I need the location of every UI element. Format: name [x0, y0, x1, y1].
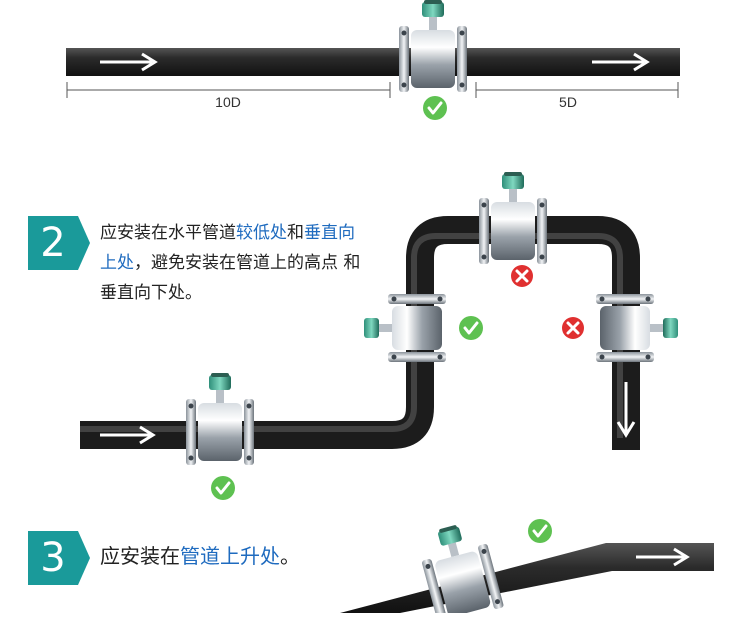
step-2-badge: 2	[28, 216, 90, 270]
check-icon	[526, 517, 554, 545]
step-2-highlight-lower: 较低处	[236, 223, 287, 243]
check-icon	[457, 314, 485, 342]
step-2-text-part: 应安装在水平管道	[100, 223, 236, 243]
dimension-label-left: 10D	[215, 94, 241, 110]
step-2-text-part: ，避免安装在管道上的高点 和垂直向下处。	[100, 253, 361, 303]
rising-pipe	[340, 543, 714, 613]
section-1-straight-run: 10D 5D	[66, 0, 680, 122]
flow-arrow-icon	[100, 425, 156, 445]
flowmeter-icon	[186, 373, 254, 465]
dimension-10d	[66, 82, 391, 98]
step-3-highlight-rising: 管道上升处	[180, 544, 280, 568]
flow-arrow-icon	[616, 382, 636, 438]
step-2-highlight-vertical-up: 垂直向上处	[100, 223, 355, 273]
straight-pipe	[66, 48, 680, 76]
section-2-piping	[80, 172, 678, 502]
step-3-text-part: 。	[280, 544, 300, 568]
step-2-text: 应安装在水平管道较低处和垂直向上处，避免安装在管道上的高点 和垂直向下处。	[100, 218, 368, 308]
cross-icon	[509, 263, 535, 289]
flow-arrow-icon	[592, 52, 650, 72]
check-icon	[209, 474, 237, 502]
flow-arrow-icon	[636, 547, 690, 567]
dimension-5d	[475, 82, 679, 98]
step-3-text: 应安装在管道上升处。	[100, 541, 300, 571]
flowmeter-icon	[399, 0, 467, 92]
step-2-text-part: 和	[287, 223, 304, 243]
flow-arrow-icon	[100, 52, 158, 72]
step-3-badge: 3	[28, 531, 90, 585]
dimension-label-right: 5D	[559, 94, 577, 110]
section-3-rising-pipe	[340, 517, 714, 617]
check-icon	[421, 94, 449, 122]
cross-icon	[560, 315, 586, 341]
step-3-text-part: 应安装在	[100, 544, 180, 568]
